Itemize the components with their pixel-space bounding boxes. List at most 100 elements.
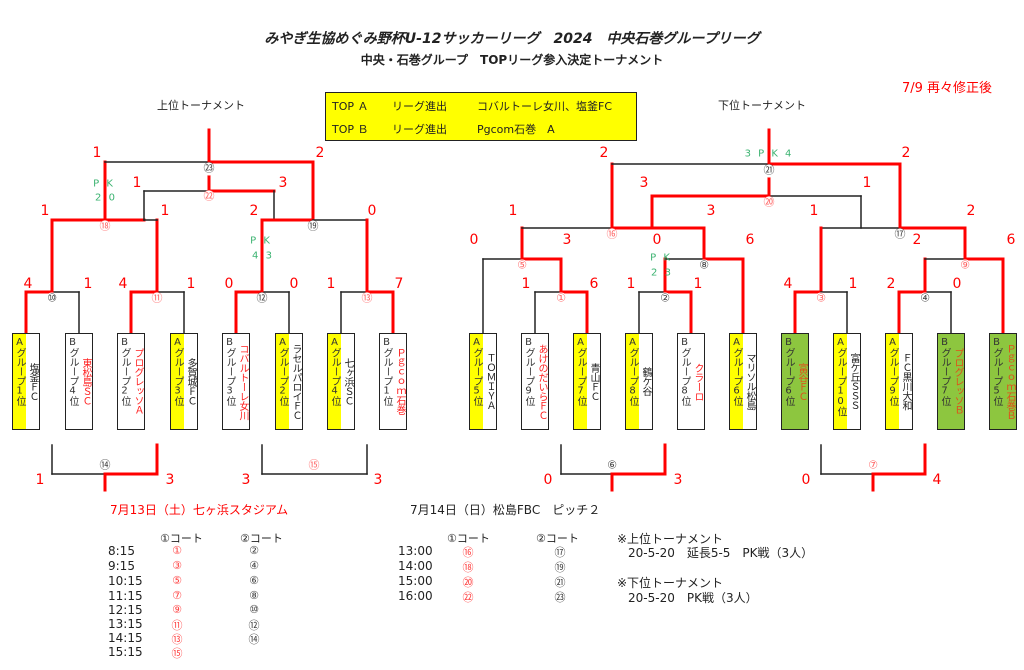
revision-note: 7/9 再々修正後 xyxy=(902,81,993,96)
team-box: Aグループ1位塩釜ＦＣ xyxy=(12,333,40,430)
team-name: クラーロ xyxy=(692,362,703,401)
court-header: ①コート xyxy=(160,532,203,545)
team-group-rank: Bグループ7位 xyxy=(939,337,950,406)
team-name: ＴＯＭＩＹＡ xyxy=(484,353,495,410)
day2-date: 7月14日（日）松島FBC ピッチ２ xyxy=(410,503,601,517)
schedule-match-court1: ③ xyxy=(172,559,182,572)
rule-note: 20-5-20 延長5-5 PK戦（3人） xyxy=(628,546,814,560)
schedule-match-court1: ⑮ xyxy=(171,647,183,660)
score: 6 xyxy=(1006,232,1016,248)
score: 6 xyxy=(589,276,599,292)
schedule-time: 16:00 xyxy=(398,589,433,603)
schedule-match-court1: ⑬ xyxy=(171,633,183,646)
score: 2 xyxy=(315,145,325,161)
team-name: Ｐｇｃｏｍ石巻Ｂ xyxy=(1004,343,1015,420)
schedule-time: 10:15 xyxy=(108,574,143,588)
team-name: 富谷ＦＣ xyxy=(796,362,807,401)
team-group-rank: Bグループ9位 xyxy=(523,337,534,406)
day1-date: 7月13日（土）七ヶ浜スタジアム xyxy=(110,503,289,517)
score: 1 xyxy=(626,276,636,292)
team-group-rank: Aグループ5位 xyxy=(470,334,483,429)
schedule-time: 12:15 xyxy=(108,603,143,617)
pk-result: 4 3 xyxy=(252,250,274,262)
match-number: ⑭ xyxy=(98,458,112,473)
team-box: Bグループ7位プログレッソＢ xyxy=(937,333,965,430)
match-number: ③ xyxy=(814,291,828,306)
pk-result: 2 3 xyxy=(651,267,673,279)
match-number: ⑯ xyxy=(605,227,619,242)
schedule-time: 13:15 xyxy=(108,617,143,631)
team-name: 七ヶ浜ＳＣ xyxy=(342,357,353,406)
schedule-match-court1: ⑱ xyxy=(462,561,474,574)
team-name: プログレッソＢ xyxy=(952,348,963,415)
team-name: 塩釜ＦＣ xyxy=(27,362,38,401)
score: 1 xyxy=(693,276,703,292)
schedule-time: 11:15 xyxy=(108,589,143,603)
team-group-rank: Aグループ7位 xyxy=(574,334,587,429)
team-name: コバルトーレ女川 xyxy=(237,343,248,420)
team-name: 富ケ丘ＳＳＳ xyxy=(848,353,859,410)
match-number: ④ xyxy=(918,291,932,306)
schedule-time: 15:15 xyxy=(108,645,143,659)
match-number: ⑫ xyxy=(255,291,269,306)
team-box: Aグループ6位マリソル松島 xyxy=(729,333,757,430)
pk-result: P K xyxy=(650,252,672,264)
match-number: ⑳ xyxy=(762,195,776,210)
schedule-time: 13:00 xyxy=(398,544,433,558)
score: 0 xyxy=(289,276,299,292)
score: 1 xyxy=(186,276,196,292)
match-number: ② xyxy=(658,291,672,306)
page-title: みやぎ生協めぐみ野杯U-12サッカーリーグ 2024 中央石巻グループリーグ xyxy=(264,31,760,47)
schedule-match-court2: ⑰ xyxy=(554,546,566,559)
schedule-match-court2: ⑲ xyxy=(554,561,566,574)
score: 3 xyxy=(562,232,572,248)
score: 2 xyxy=(886,276,896,292)
team-group-rank: Aグループ9位 xyxy=(886,334,899,429)
schedule-match-court1: ⑳ xyxy=(462,576,474,589)
team-group-rank: Bグループ2位 xyxy=(119,337,130,406)
team-group-rank: Aグループ8位 xyxy=(626,334,639,429)
team-box: Aグループ2位ラセルパロイＦＣ xyxy=(275,333,303,430)
schedule-match-court2: ⑥ xyxy=(249,574,259,587)
score: 1 xyxy=(326,276,336,292)
team-group-rank: Aグループ4位 xyxy=(328,334,341,429)
schedule-time: 14:00 xyxy=(398,559,433,573)
team-name: ＦＣ黒川大和 xyxy=(900,353,911,410)
score: 0 xyxy=(469,232,479,248)
match-number: ㉑ xyxy=(762,163,776,178)
score: 3 xyxy=(673,472,683,488)
score: 3 xyxy=(278,175,288,191)
schedule-match-court2: ㉑ xyxy=(554,576,566,589)
team-name: 鶴ケ谷 xyxy=(640,367,651,396)
schedule-match-court2: ㉓ xyxy=(554,591,566,604)
result-label: TOP Ａ xyxy=(332,100,369,113)
team-box: Aグループ7位青山ＦＣ xyxy=(573,333,601,430)
score: 1 xyxy=(92,145,102,161)
pk-result: 3 P K 4 xyxy=(744,148,794,160)
result-status: リーグ進出 xyxy=(392,123,447,136)
team-name: あけのだいらＦＣ xyxy=(536,343,547,420)
score: 4 xyxy=(783,276,793,292)
team-group-rank: Bグループ3位 xyxy=(224,337,235,406)
score: 1 xyxy=(160,203,170,219)
match-number: ⑪ xyxy=(150,291,164,306)
score: 0 xyxy=(801,472,811,488)
team-box: Aグループ3位多賀城ＦＣ xyxy=(170,333,198,430)
rule-note: ※上位トーナメント xyxy=(617,532,724,546)
score: 7 xyxy=(394,276,404,292)
score: 3 xyxy=(373,472,383,488)
score: 4 xyxy=(932,472,942,488)
match-number: ⑰ xyxy=(893,227,907,242)
schedule-match-court2: ⑫ xyxy=(248,619,260,632)
score: 1 xyxy=(848,276,858,292)
result-label: TOP Ｂ xyxy=(332,123,369,136)
score: 0 xyxy=(543,472,553,488)
court-header: ①コート xyxy=(447,532,490,545)
team-name: 東松島ＳＣ xyxy=(80,357,91,406)
schedule-time: 15:00 xyxy=(398,574,433,588)
schedule-match-court1: ⑯ xyxy=(462,546,474,559)
result-summary-box: TOP Ａ リーグ進出 コバルトーレ女川、塩釜FC TOP Ｂ リーグ進出 Pg… xyxy=(325,92,637,141)
